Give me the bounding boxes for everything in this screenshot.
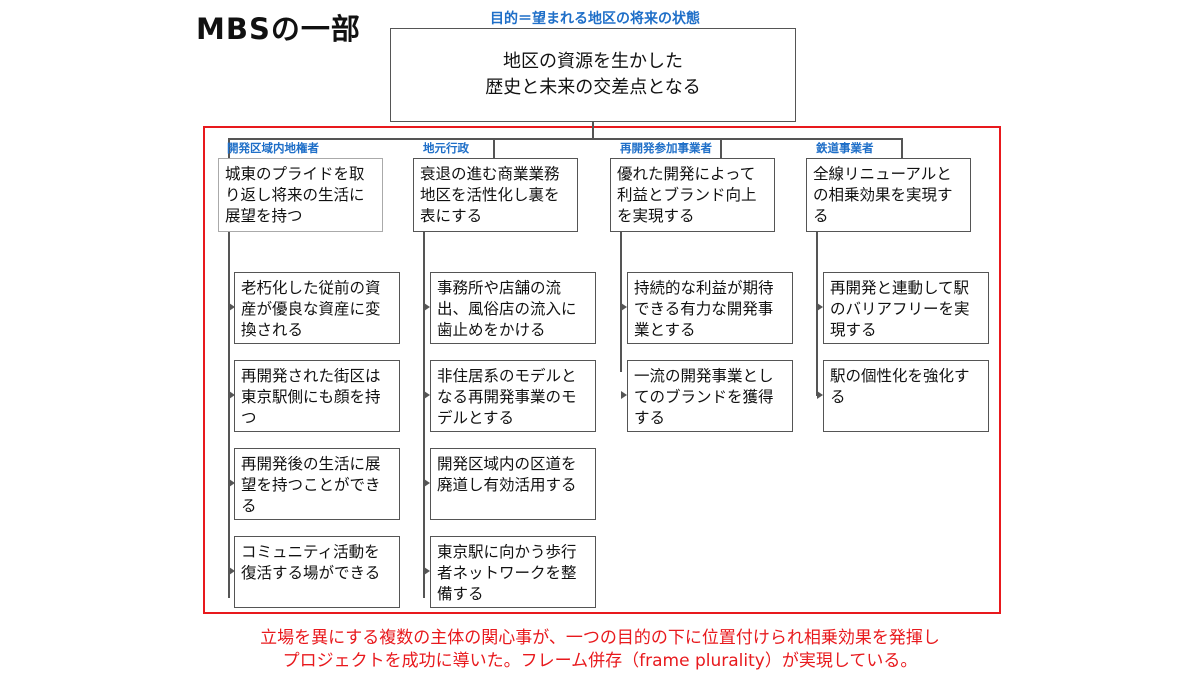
branch-arrow [424, 479, 430, 487]
goal-connector [592, 122, 594, 140]
footer-line-2: プロジェクトを成功に導いた。フレーム併存（frame plurality）が実現… [282, 651, 918, 671]
sub-box-railway-2: 駅の個性化を強化する [823, 360, 989, 432]
branch-arrow [424, 303, 430, 311]
sub-box-developers-2: 一流の開発事業としてのブランドを獲得する [627, 360, 793, 432]
sub-box-landowners-2: 再開発された街区は東京駅側にも顔を持つ [234, 360, 400, 432]
main-box-landowners: 城東のプライドを取り返し将来の生活に展望を持つ [218, 158, 383, 232]
branch-arrow [621, 303, 627, 311]
trunk-developers [620, 232, 622, 372]
goal-label: 目的＝望まれる地区の将来の状態 [490, 11, 700, 27]
branch-arrow [229, 479, 235, 487]
trunk-local-government [423, 232, 425, 598]
stakeholder-frame [203, 126, 1001, 614]
sub-box-local-government-1: 事務所や店舗の流出、風俗店の流入に歯止めをかける [430, 272, 596, 344]
sub-box-landowners-4: コミュニティ活動を復活する場ができる [234, 536, 400, 608]
stakeholder-label-railway: 鉄道事業者 [816, 141, 874, 155]
horizontal-bus [228, 138, 903, 140]
goal-box: 地区の資源を生かした 歴史と未来の交差点となる [390, 28, 796, 122]
branch-arrow [229, 391, 235, 399]
branch-arrow [424, 567, 430, 575]
drop-2 [493, 138, 495, 162]
footer-line-1: 立場を異にする複数の主体の関心事が、一つの目的の下に位置付けられ相乗効果を発揮し [260, 628, 940, 648]
main-box-railway: 全線リニューアルとの相乗効果を実現する [806, 158, 971, 232]
slide-title: MBSの一部 [196, 12, 361, 46]
sub-box-local-government-3: 開発区域内の区道を廃道し有効活用する [430, 448, 596, 520]
drop-1 [228, 138, 230, 162]
main-box-developers: 優れた開発によって利益とブランド向上を実現する [610, 158, 775, 232]
trunk-railway [816, 232, 818, 396]
branch-arrow [229, 303, 235, 311]
branch-arrow [817, 391, 823, 399]
stakeholder-label-local-government: 地元行政 [423, 141, 469, 155]
branch-arrow [424, 391, 430, 399]
goal-line-2: 歴史と未来の交差点となる [485, 77, 701, 98]
sub-box-developers-1: 持続的な利益が期待できる有力な開発事業とする [627, 272, 793, 344]
stakeholder-label-landowners: 開発区域内地権者 [227, 141, 319, 155]
sub-box-landowners-1: 老朽化した従前の資産が優良な資産に変換される [234, 272, 400, 344]
sub-box-railway-1: 再開発と連動して駅のバリアフリーを実現する [823, 272, 989, 344]
main-box-local-government: 衰退の進む商業業務地区を活性化し裏を表にする [413, 158, 578, 232]
branch-arrow [229, 567, 235, 575]
drop-4 [901, 138, 903, 162]
sub-box-local-government-2: 非住居系のモデルとなる再開発事業のモデルとする [430, 360, 596, 432]
goal-line-1: 地区の資源を生かした [503, 51, 683, 72]
branch-arrow [817, 303, 823, 311]
sub-box-landowners-3: 再開発後の生活に展望を持つことができる [234, 448, 400, 520]
drop-3 [720, 138, 722, 162]
trunk-landowners [228, 232, 230, 598]
stakeholder-label-developers: 再開発参加事業者 [620, 141, 712, 155]
branch-arrow [621, 391, 627, 399]
sub-box-local-government-4: 東京駅に向かう歩行者ネットワークを整備する [430, 536, 596, 608]
